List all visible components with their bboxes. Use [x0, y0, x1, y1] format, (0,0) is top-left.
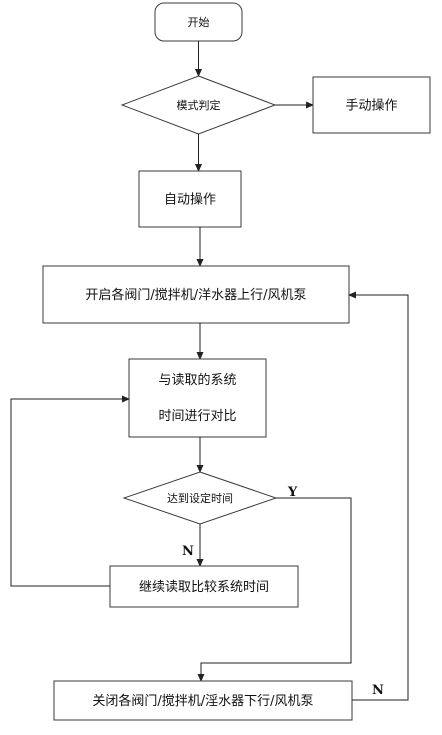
auto-op-label: 自动操作	[164, 192, 216, 208]
close-all-node: 关闭各阀门/搅拌机/淫水器下行/风机泵	[53, 680, 353, 721]
edge-close-loop-to-open	[348, 291, 409, 701]
start-node: 开始	[154, 2, 243, 42]
close-all-label: 关闭各阀门/搅拌机/淫水器下行/风机泵	[92, 693, 313, 709]
edge-reach-to-close	[197, 497, 352, 682]
edge-label-no-right: N	[372, 683, 384, 698]
manual-op-node: 手动操作	[312, 76, 431, 134]
manual-op-label: 手动操作	[345, 98, 397, 114]
mode-check-decision: 模式判定	[120, 75, 277, 135]
continue-read-node: 继续读取比较系统时间	[109, 565, 299, 608]
start-label: 开始	[188, 15, 210, 29]
compare-label-line2: 时间进行对比	[158, 409, 236, 424]
continue-read-label: 继续读取比较系统时间	[139, 580, 269, 595]
edge-label-no-left: N	[182, 544, 194, 559]
reach-time-label: 达到设定时间	[167, 491, 233, 505]
reach-time-decision: 达到设定时间	[122, 471, 278, 525]
auto-op-node: 自动操作	[138, 170, 242, 228]
compare-time-node: 与读取的系统 时间进行对比	[128, 358, 267, 438]
edge-label-yes: Y	[287, 485, 298, 500]
open-all-node: 开启各阀门/搅拌机/洋水器上行/风机泵	[42, 265, 350, 324]
compare-label-line1: 与读取的系统	[158, 372, 236, 388]
mode-check-label: 模式判定	[177, 98, 221, 112]
open-all-label: 开启各阀门/搅拌机/洋水器上行/风机泵	[85, 287, 306, 303]
edge-continue-loop-to-compare	[10, 395, 130, 587]
